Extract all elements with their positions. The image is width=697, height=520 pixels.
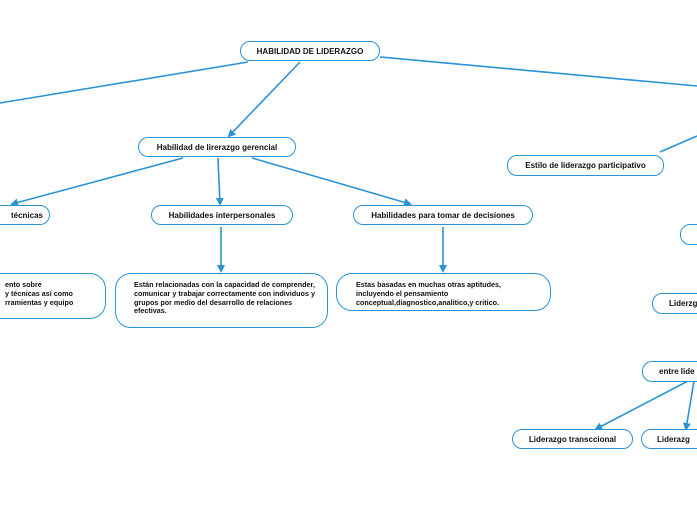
connector-entre-transaccional [594, 380, 689, 430]
connector-root-gerencial [227, 61, 301, 138]
node-partial-right[interactable] [680, 224, 697, 245]
node-liderazgo-cut[interactable]: Liderzg [652, 293, 697, 314]
connector-gerencial-tecnicas [10, 157, 184, 207]
node-liderazgo-bottom[interactable]: Liderazg [641, 429, 697, 449]
node-decisiones[interactable]: Habilidades para tomar de decisiones [353, 205, 533, 225]
connector-entre-bottom [683, 380, 695, 431]
node-gerencial[interactable]: Habilidad de lirerazgo gerencial [138, 137, 296, 157]
node-transaccional[interactable]: Liderazgo transccional [512, 429, 633, 449]
node-interpersonales[interactable]: Habilidades interpersonales [151, 205, 293, 225]
node-participativo[interactable]: Estilo de liderazgo participativo [507, 155, 664, 176]
connector-root-left [0, 61, 249, 104]
node-entre-lideres[interactable]: entre lide [642, 361, 697, 382]
connector-gerencial-interpersonales [215, 157, 224, 206]
node-interpersonales-desc[interactable]: Están relacionadas con la capacidad de c… [115, 273, 328, 328]
node-tecnicas[interactable]: técnicas [0, 205, 50, 225]
connector-gerencial-decisiones [251, 157, 412, 207]
node-root[interactable]: HABILIDAD DE LIDERAZGO [240, 41, 380, 61]
connector-root-right [379, 56, 697, 87]
node-decisiones-desc[interactable]: Estas basadas en muchas otras aptitudes,… [336, 273, 551, 311]
connector-right-participativo [659, 135, 697, 153]
node-tecnicas-desc[interactable]: ento sobre y técnicas así como rramienta… [0, 273, 106, 319]
